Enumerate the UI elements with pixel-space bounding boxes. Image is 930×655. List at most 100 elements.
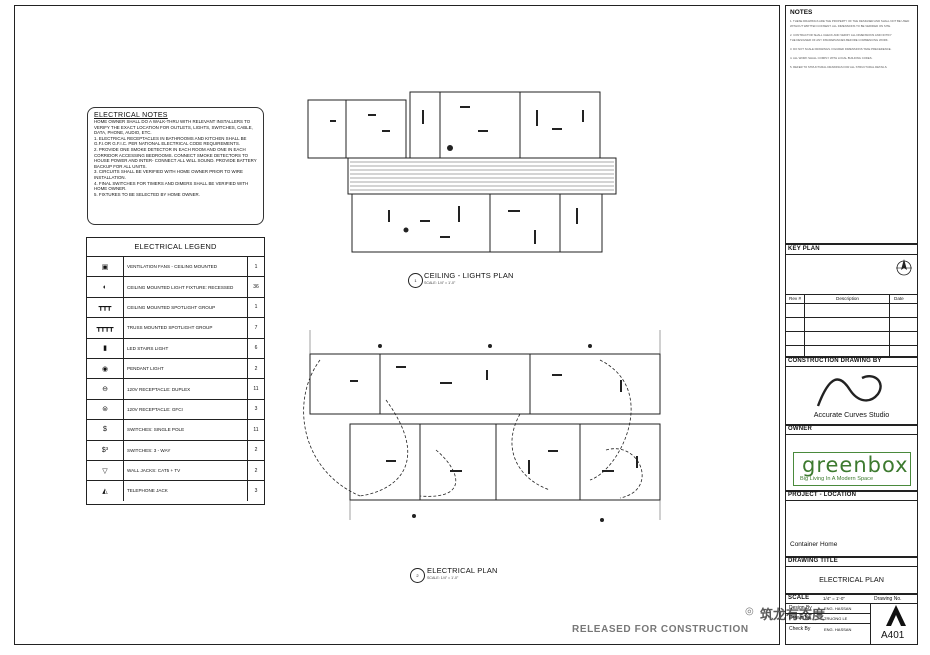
section-rule <box>786 366 917 367</box>
legend-symbol-icon: ┳┳┳┳ <box>87 318 124 338</box>
section-rule <box>786 500 917 501</box>
architect-a-icon <box>886 605 906 626</box>
title-note-line: THE DESIGNER OF ANY DISCREPANCIES BEFORE… <box>790 38 889 42</box>
sheet-number: A401 <box>881 630 905 641</box>
legend-symbol-icon: ┳┳┳ <box>87 297 124 318</box>
project-name: Container Home <box>790 541 838 548</box>
legend-row: ┳┳┳CEILING MOUNTED SPOTLIGHT GROUP 1 <box>87 297 264 319</box>
drawing-title: ELECTRICAL PLAN <box>819 575 884 584</box>
studio-logo <box>816 375 882 407</box>
legend-symbol-icon: $ <box>87 420 124 440</box>
title-block: NOTES 1. THESE DRAWINGS ARE THE PROPERTY… <box>785 5 918 645</box>
project-location-label: PROJECT - LOCATION <box>788 492 857 498</box>
brand-tagline: Big Living In A Modern Space <box>800 476 874 482</box>
electrical-plan-drawing <box>303 330 661 522</box>
title-note-line: 2. CONTRACTOR SHALL CHECK AND VERIFY ALL… <box>790 33 892 37</box>
electrical-plan-title: ELECTRICAL PLAN <box>427 566 498 575</box>
note-item: 4. FINAL SWITCHES FOR TIMERS AND DIMERS … <box>94 180 249 192</box>
released-stamp: RELEASED FOR CONSTRUCTION <box>572 624 749 635</box>
rev-col-line <box>889 294 890 356</box>
construction-by-label: CONSTRUCTION DRAWING BY <box>788 358 882 364</box>
sheet-divider <box>870 603 871 645</box>
legend-description: TELEPHONE JACK <box>124 481 248 501</box>
rev-row-line <box>786 317 917 318</box>
note-item: 1. ELECTRICAL RECEPTACLES IN BATHROOMS A… <box>94 135 247 147</box>
title-note-line: WITHOUT WRITTEN CONSENT. ALL DIMENSIONS … <box>790 24 891 28</box>
studio-name: Accurate Curves Studio <box>813 410 890 419</box>
legend-quantity: 11 <box>253 426 259 433</box>
rev-col-line <box>804 294 805 356</box>
legend-description: 120V RECEPTACLE: GFCI <box>124 399 248 420</box>
legend-symbol-icon: ▮ <box>87 338 124 358</box>
legend-description: SWITCHES: 3 - WAY <box>124 440 248 460</box>
section-rule <box>786 243 917 245</box>
legend-quantity: 7 <box>254 324 258 331</box>
legend-description: WALL JACKS: CAT5 + TV <box>124 460 248 481</box>
legend-row: ▽WALL JACKS: CAT5 + TV 2 <box>87 460 264 482</box>
section-rule <box>786 254 917 255</box>
legend-description: VENTILATION FANS - CEILING MOUNTED <box>124 257 248 277</box>
legend-symbol-icon: ◐ <box>87 277 124 297</box>
legend-quantity: 1 <box>254 304 258 311</box>
legend-title: ELECTRICAL LEGEND <box>87 238 264 257</box>
legend-symbol-icon: ⊜ <box>87 399 124 420</box>
ceiling-plan-title: CEILING - LIGHTS PLAN <box>424 271 514 280</box>
note-item: 3. CIRCUITS SHALL BE VERIFIED WITH HOME … <box>94 169 243 180</box>
section-rule <box>786 603 917 604</box>
owner-label: OWNER <box>788 426 812 432</box>
title-notes-head: NOTES <box>790 9 813 16</box>
note-item: 5. FIXTURES TO BE SELECTED BY HOME OWNER… <box>94 191 200 197</box>
legend-description: CEILING MOUNTED SPOTLIGHT GROUP <box>124 297 248 318</box>
title-note-line: 3. DO NOT SCALE DRAWINGS. FIGURED DIMENS… <box>790 47 892 51</box>
legend-row: ◭TELEPHONE JACK 3 <box>87 481 264 501</box>
section-rule <box>786 556 917 558</box>
section-rule <box>786 490 917 492</box>
design-by-label: Design By <box>789 605 812 611</box>
section-rule <box>786 613 870 614</box>
drawing-frame <box>14 5 780 645</box>
legend-symbol-icon: ⊖ <box>87 379 124 399</box>
drawn-by-label: Drawn By <box>789 615 811 621</box>
legend-description: SWITCHES: SINGLE POLE <box>124 420 248 440</box>
legend-row: ┳┳┳┳TRUSS MOUNTED SPOTLIGHT GROUP 7 <box>87 318 264 339</box>
legend-quantity: 2 <box>254 365 258 372</box>
key-plan-label: KEY PLAN <box>788 246 820 252</box>
title-note-line: 4. ALL WORK SHALL COMPLY WITH LOCAL BUIL… <box>790 56 873 60</box>
legend-quantity: 3 <box>254 487 258 494</box>
drawing-title-label: DRAWING TITLE <box>788 558 838 564</box>
legend-quantity: 36 <box>253 284 259 291</box>
notes-title: ELECTRICAL NOTES <box>94 112 168 119</box>
electrical-notes: ELECTRICAL NOTES HOME OWNER SHALL DO A W… <box>87 107 264 225</box>
electrical-plan-number: 2 <box>410 568 425 583</box>
check-by-label: Check By <box>789 626 811 632</box>
rev-table-top <box>786 294 917 295</box>
north-arrow-icon <box>896 259 912 276</box>
legend-description: 120V RECEPTACLE: DUPLEX <box>124 379 248 399</box>
legend-quantity: 2 <box>254 447 258 454</box>
ceiling-lights-plan-drawing <box>307 91 617 253</box>
note-item: HOME OWNER SHALL DO A WALK-THRU WITH REL… <box>94 119 253 136</box>
legend-description: TRUSS MOUNTED SPOTLIGHT GROUP <box>124 318 248 338</box>
legend-quantity: 2 <box>254 467 258 474</box>
scale-value: 1/4" = 1'-0" <box>823 596 845 601</box>
title-note-line: 5. REFER TO STRUCTURAL DRAWINGS FOR ALL … <box>790 65 888 69</box>
legend-symbol-icon: ▽ <box>87 460 124 481</box>
legend-description: CEILING MOUNTED LIGHT FIXTURE: RECESSED <box>124 277 248 297</box>
check-by-value: ENG. HASSAN <box>824 627 852 632</box>
rev-number-header: Rev # <box>789 296 802 301</box>
note-item: 2. PROVIDE ONE SMOKE DETECTOR IN EACH RO… <box>94 146 257 169</box>
rev-row-line <box>786 345 917 346</box>
watermark: 筑龙有态度 <box>760 607 826 622</box>
chat-icon: ◎ <box>745 606 754 617</box>
ceiling-plan-number: 1 <box>408 273 423 288</box>
brand-word: greenbox <box>802 453 909 477</box>
rev-date-header: Date <box>894 296 904 301</box>
legend-symbol-icon: ◭ <box>87 481 124 501</box>
rev-row-line <box>786 303 917 304</box>
legend-quantity: 6 <box>254 345 258 352</box>
legend-row: $SWITCHES: SINGLE POLE 11 <box>87 420 264 441</box>
